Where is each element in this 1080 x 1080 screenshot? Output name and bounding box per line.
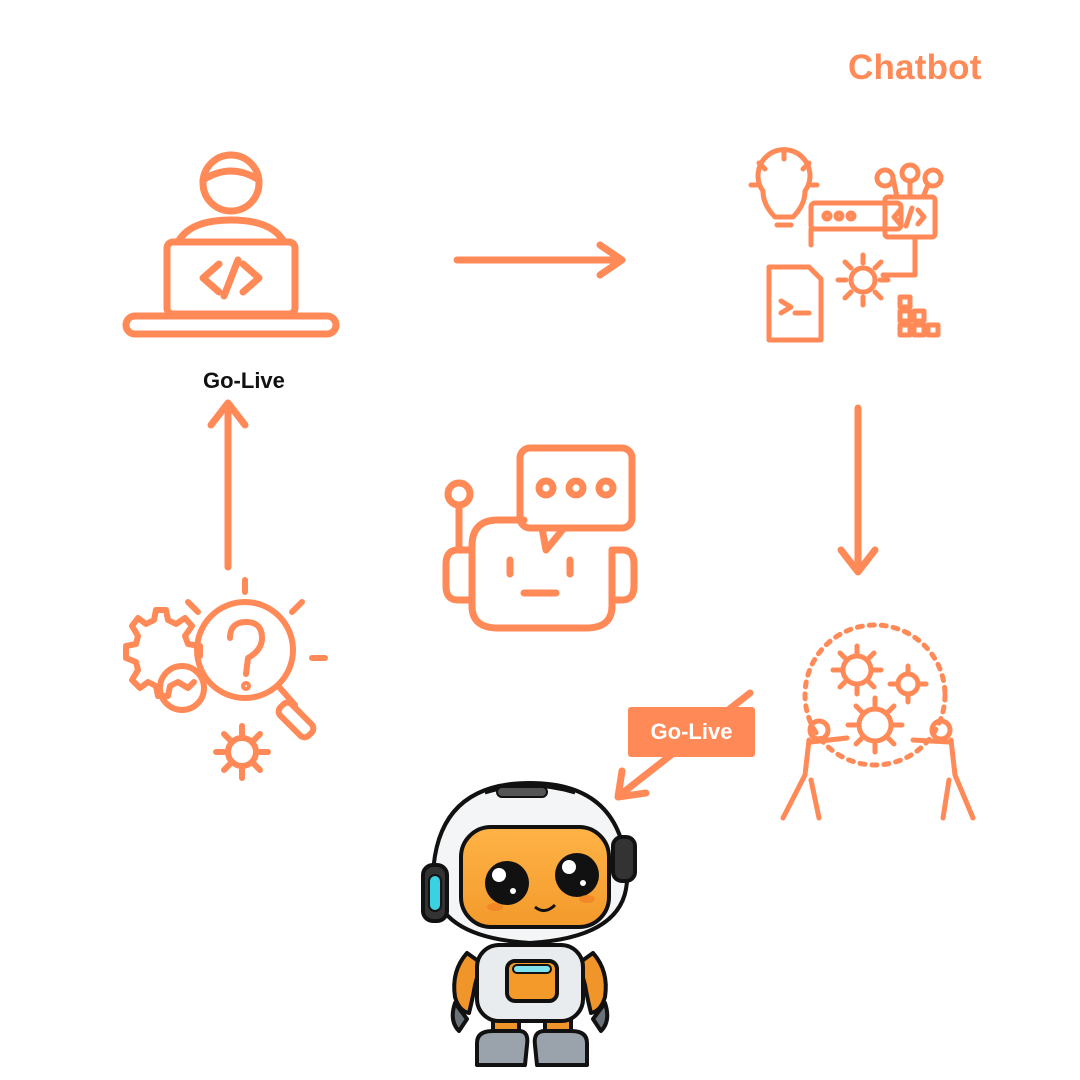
chatbot-icon bbox=[442, 444, 638, 632]
go-live-badge: Go-Live bbox=[628, 707, 755, 757]
gear-search-question-icon bbox=[123, 577, 328, 781]
development-tools-icon bbox=[748, 147, 944, 343]
developer-laptop-icon bbox=[122, 151, 340, 338]
go-live-label: Go-Live bbox=[203, 368, 285, 393]
arrow-down-icon bbox=[837, 404, 879, 576]
robot-mascot-illustration bbox=[421, 781, 637, 1067]
arrow-right-icon bbox=[453, 241, 626, 279]
teamwork-gears-icon bbox=[780, 622, 976, 821]
chatbot-title: Chatbot bbox=[848, 48, 982, 87]
arrow-up-icon bbox=[207, 399, 249, 571]
